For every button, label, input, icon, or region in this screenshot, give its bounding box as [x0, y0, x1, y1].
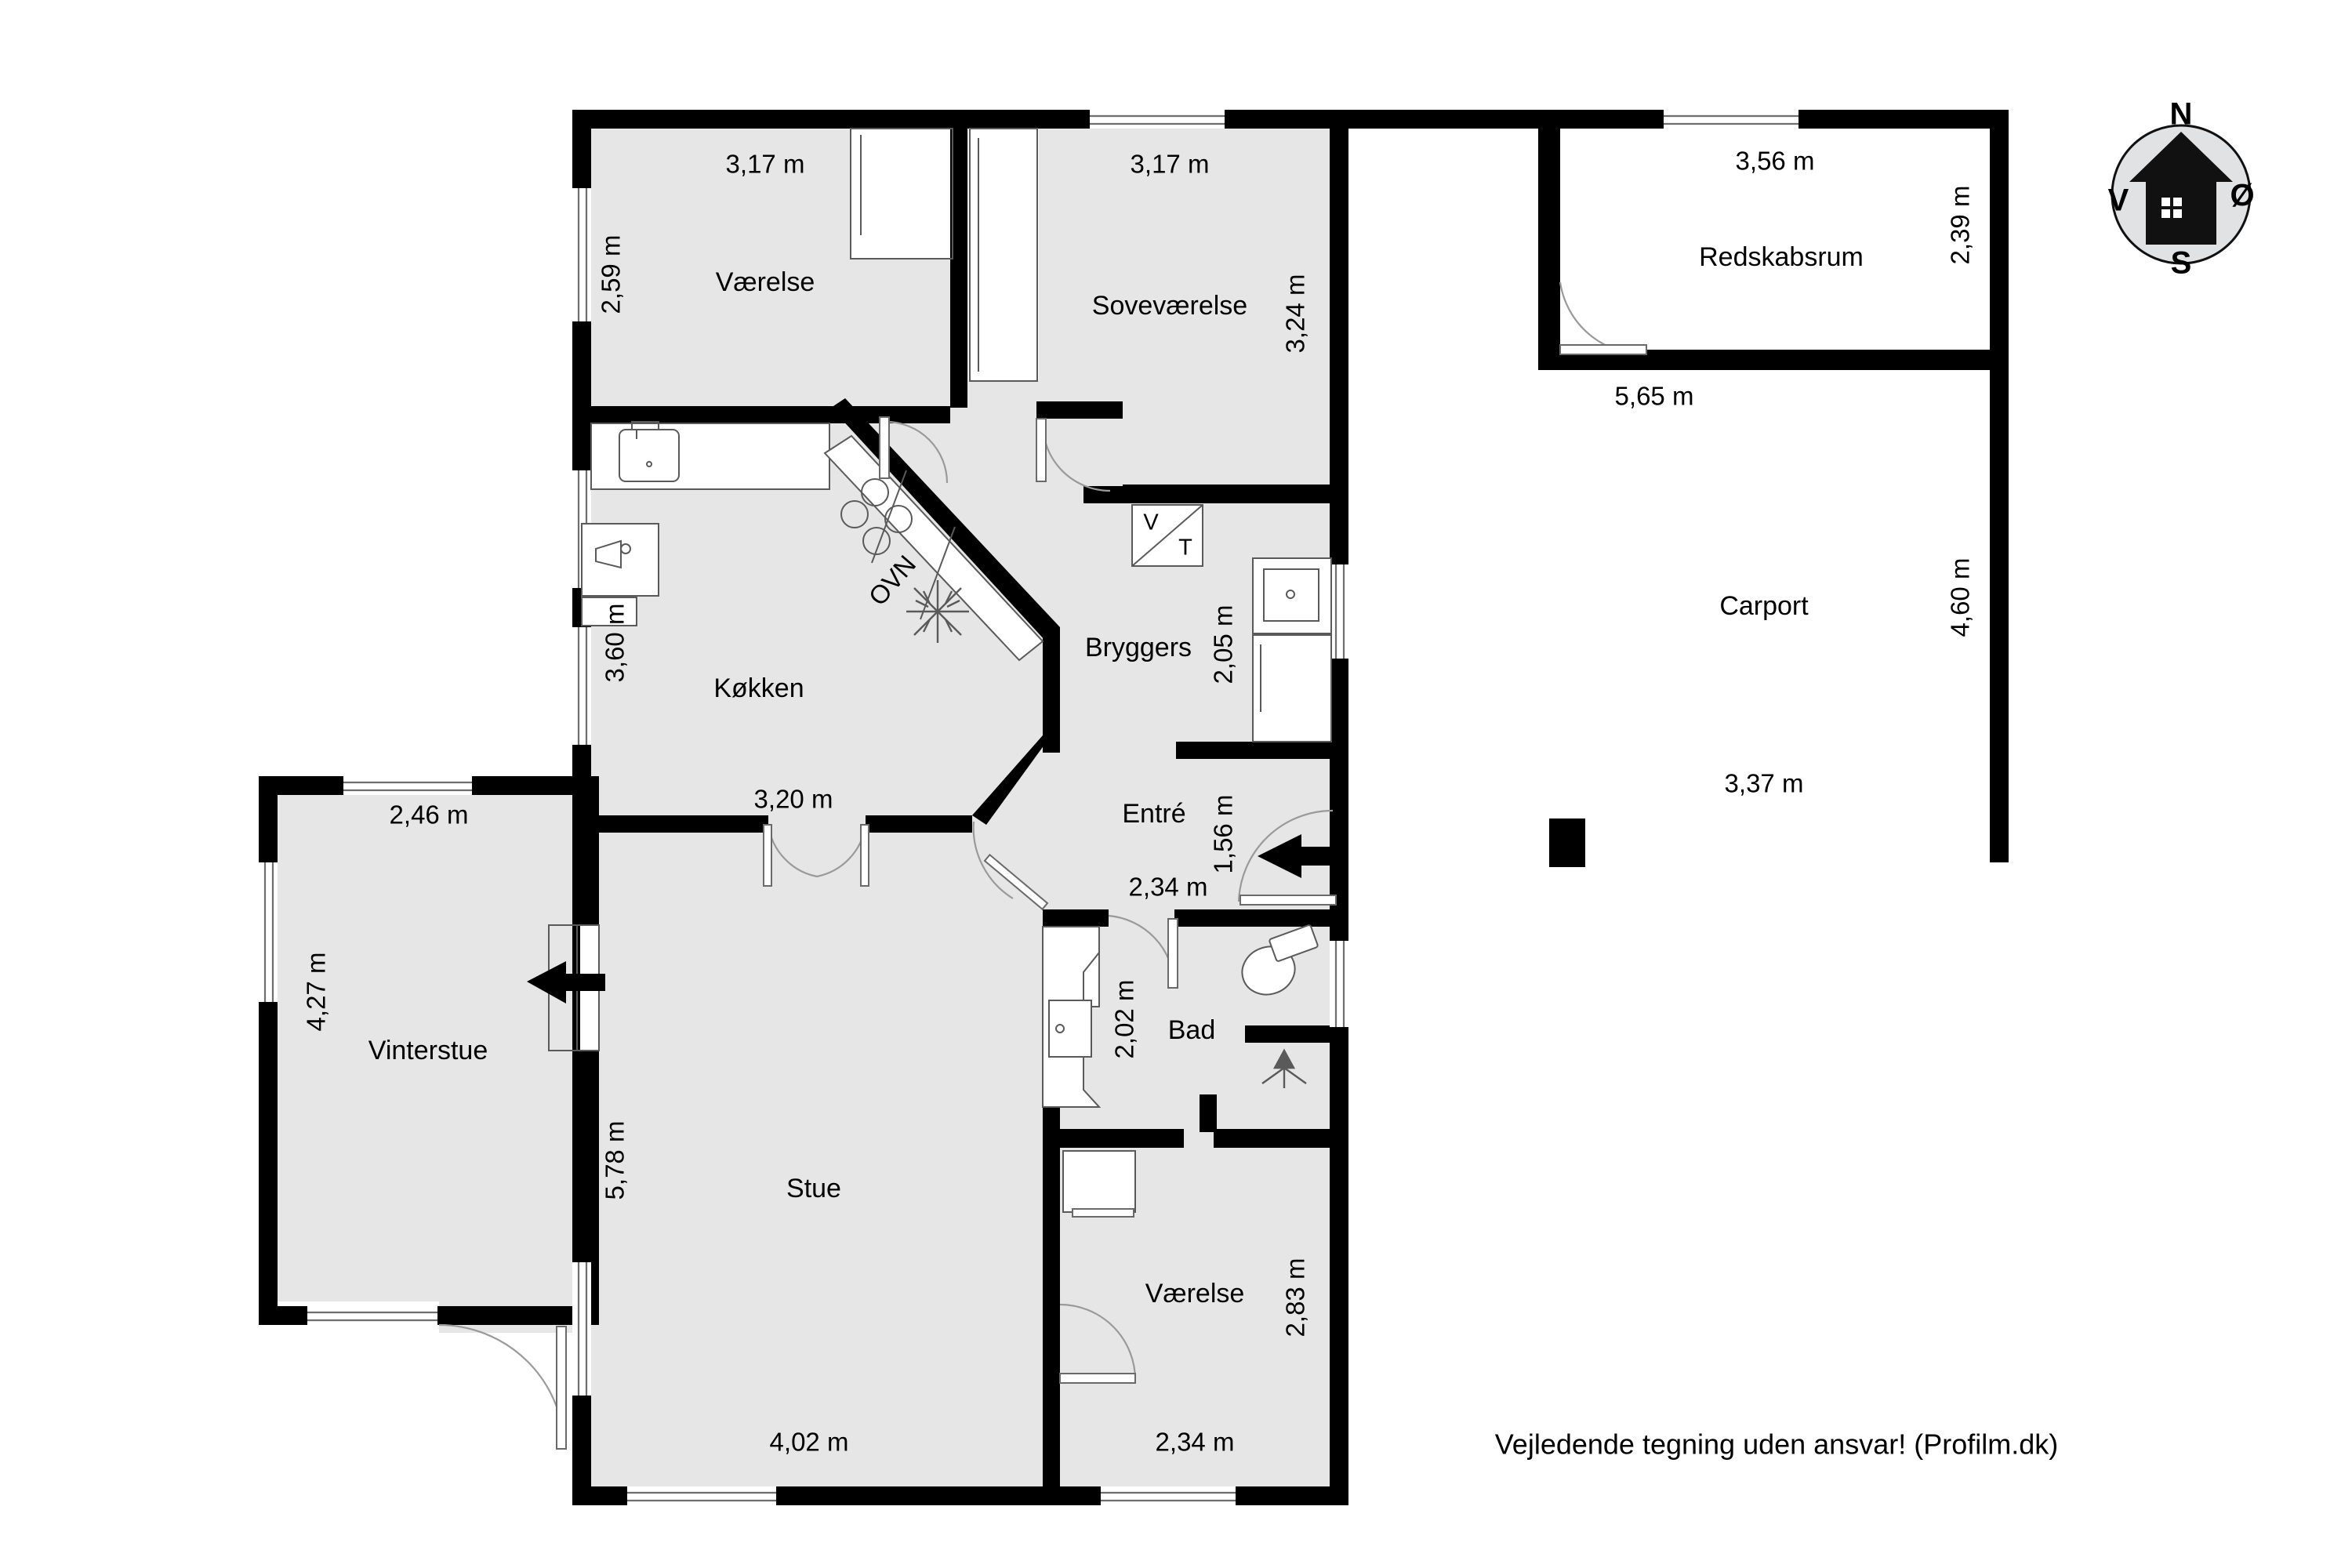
- dim-stue-height: 5,78 m: [601, 1121, 630, 1200]
- dim-sovevaerelse-width: 3,17 m: [1131, 150, 1210, 179]
- room-label-koekken: Køkken: [713, 673, 804, 703]
- room-label-vaerelse-top: Værelse: [716, 267, 815, 297]
- dim-carport-height: 4,60 m: [1946, 558, 1975, 637]
- room-labels: Værelse Soveværelse Redskabsrum Køkken B…: [368, 242, 1864, 1308]
- room-label-vinterstue: Vinterstue: [368, 1036, 488, 1065]
- dim-bad-height: 2,02 m: [1110, 980, 1139, 1059]
- bedroom-closet: [1062, 1150, 1136, 1218]
- compass-north: N: [2170, 97, 2193, 132]
- room-label-vaerelse-bottom: Værelse: [1145, 1279, 1245, 1308]
- compass-east: Ø: [2230, 179, 2254, 213]
- dim-bad-width: 2,34 m: [1129, 873, 1208, 902]
- dim-vaerelse-top-width: 3,17 m: [726, 150, 805, 179]
- dim-stue-width: 4,02 m: [770, 1428, 849, 1457]
- dim-vinterstue-height: 4,27 m: [302, 953, 331, 1032]
- compass-west: V: [2108, 183, 2129, 218]
- compass-south: S: [2171, 246, 2192, 281]
- shower-drain-icon: [1261, 1048, 1307, 1088]
- dim-vaerelse-bottom-width: 2,34 m: [1156, 1428, 1235, 1457]
- dim-koekken-width: 3,20 m: [754, 785, 833, 814]
- bryggers-fixtures: V T: [1131, 504, 1332, 742]
- dim-entre-height: 1,56 m: [1209, 795, 1238, 874]
- bathroom-fixtures: [1042, 924, 1319, 1108]
- dim-carport-width: 3,37 m: [1725, 769, 1804, 798]
- washer-label: V: [1143, 510, 1159, 535]
- dim-koekken-height: 3,60 m: [601, 604, 630, 683]
- room-label-sovevaerelse: Soveværelse: [1092, 291, 1247, 321]
- dim-bryggers-height: 2,05 m: [1209, 605, 1238, 684]
- compass-rose: N Ø S V: [2108, 97, 2255, 281]
- kitchen-fixtures: [581, 421, 1044, 662]
- room-label-stue: Stue: [786, 1174, 841, 1203]
- dim-redskabsrum-outer-width: 5,65 m: [1615, 382, 1694, 411]
- built-in-closets: [850, 128, 1038, 382]
- disclaimer-text: Vejledende tegning uden ansvar! (Profilm…: [1495, 1428, 2058, 1461]
- dim-vaerelse-top-height: 2,59 m: [597, 235, 626, 314]
- room-label-bryggers: Bryggers: [1085, 633, 1192, 662]
- dim-vaerelse-bottom-height: 2,83 m: [1281, 1258, 1310, 1338]
- windows: [259, 110, 1798, 1505]
- room-label-redskabsrum: Redskabsrum: [1699, 242, 1864, 272]
- entrance-arrows: [527, 834, 1345, 1004]
- dimension-labels: 3,17 m 2,59 m 3,17 m 3,24 m 3,56 m 2,39 …: [302, 147, 1975, 1457]
- room-label-bad: Bad: [1168, 1015, 1216, 1045]
- room-label-entre: Entré: [1122, 799, 1185, 829]
- dim-redskabsrum-width: 3,56 m: [1736, 147, 1815, 176]
- carport-post: [1549, 818, 1585, 867]
- dryer-label: T: [1178, 535, 1192, 561]
- dim-vinterstue-width: 2,46 m: [390, 800, 469, 829]
- dim-redskabsrum-height: 2,39 m: [1946, 186, 1975, 265]
- dim-sovevaerelse-height: 3,24 m: [1281, 274, 1310, 354]
- room-label-carport: Carport: [1719, 591, 1809, 621]
